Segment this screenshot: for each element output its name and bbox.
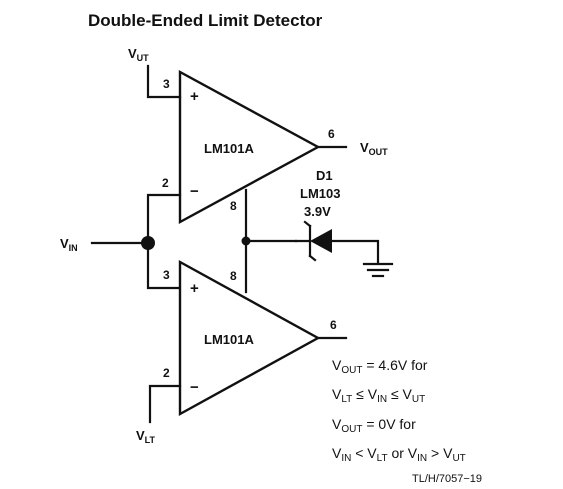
vin-label: VIN	[60, 236, 78, 253]
upper-pin-6: 6	[328, 127, 335, 141]
lower-pin-6: 6	[330, 318, 337, 332]
lower-op-amp-minus-sign: −	[190, 379, 199, 396]
upper-op-amp-body	[178, 69, 321, 225]
diode-triangle	[310, 229, 332, 253]
diode-voltage: 3.9V	[304, 204, 331, 219]
vlt-wire	[148, 384, 182, 424]
upper-inverting-wire	[146, 193, 182, 245]
lower-op-amp-label: LM101A	[204, 332, 254, 347]
lower-op-amp-body	[178, 259, 321, 417]
diagram-title: Double-Ended Limit Detector	[88, 11, 323, 30]
lower-pin-3: 3	[163, 268, 170, 282]
vut-label: VUT	[128, 46, 149, 63]
lower-op-amp-plus-sign: +	[190, 280, 199, 297]
lower-pin-2: 2	[163, 366, 170, 380]
upper-op-amp: LM101A + −	[178, 69, 321, 225]
pin8-junction-dot	[241, 236, 251, 246]
note-line-2: VLT ≤ VIN ≤ VUT	[332, 386, 425, 405]
figure-reference: TL/H/7057−19	[412, 473, 482, 485]
upper-pin-3: 3	[163, 77, 170, 91]
upper-pin-8: 8	[230, 199, 237, 213]
upper-op-amp-minus-sign: −	[190, 183, 199, 200]
diode-bar-tip-bottom	[308, 254, 317, 262]
vlt-label: VLT	[136, 428, 156, 445]
diode-ground-wire	[330, 239, 380, 264]
lower-pin-8: 8	[230, 269, 237, 283]
diode-designator: D1	[316, 168, 333, 183]
vout-label: VOUT	[360, 140, 388, 157]
ground-symbol	[362, 262, 394, 278]
diode-bar-tip-top	[303, 220, 312, 228]
upper-op-amp-label: LM101A	[204, 141, 254, 156]
diode-part-number: LM103	[300, 186, 340, 201]
note-line-3: VOUT = 0V for	[332, 416, 416, 435]
note-line-1: VOUT = 4.6V for	[332, 357, 428, 376]
lower-op-amp: LM101A + −	[178, 259, 321, 417]
upper-pin-2: 2	[162, 176, 169, 190]
output-conditions-notes: VOUT = 4.6V for VLT ≤ VIN ≤ VUT VOUT = 0…	[332, 357, 466, 464]
upper-op-amp-plus-sign: +	[190, 88, 199, 105]
lower-noninverting-wire	[146, 241, 182, 290]
note-line-4: VIN < VLT or VIN > VUT	[332, 445, 466, 464]
vut-wire	[146, 64, 182, 99]
